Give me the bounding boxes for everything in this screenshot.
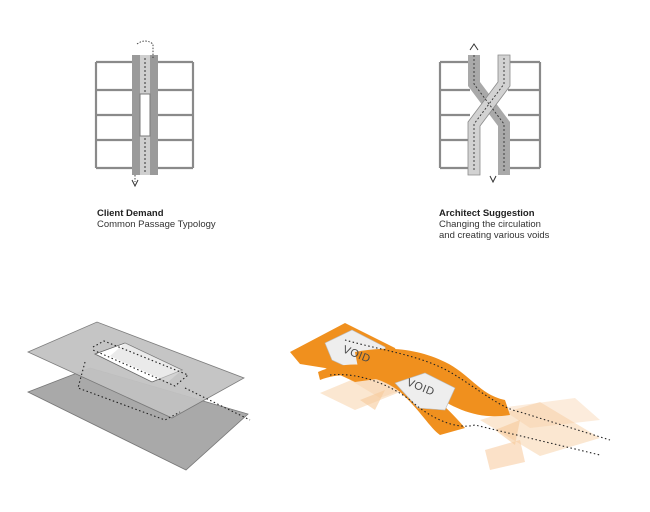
lower-orange-band — [318, 364, 465, 435]
orange-circulation-diagram: VOID VOID — [290, 323, 611, 470]
dotted-path-arrow-icon — [134, 40, 154, 182]
architect-suggestion-plan — [438, 43, 542, 184]
lower-void-shape — [394, 372, 456, 411]
client-demand-plan — [94, 40, 195, 188]
caption-client-demand: Client Demand Common Passage Typology — [97, 208, 216, 230]
crossing-passage-a — [468, 55, 510, 175]
crossing-passage-b — [467, 54, 511, 176]
passage-strip-left — [132, 55, 140, 175]
stacked-planes-diagram — [27, 321, 251, 471]
right-building-frame — [438, 60, 542, 170]
caption-title: Architect Suggestion — [439, 208, 535, 219]
passage-void — [139, 93, 151, 137]
caption-title: Client Demand — [97, 208, 164, 219]
lower-plane — [27, 367, 249, 471]
caption-line: Common Passage Typology — [97, 219, 216, 230]
caption-line: and creating various voids — [439, 230, 550, 241]
passage-strip-right — [150, 55, 158, 175]
caption-architect-suggestion: Architect Suggestion Changing the circul… — [439, 208, 549, 241]
left-building-frame — [94, 60, 195, 170]
caption-line: Changing the circulation — [439, 219, 541, 230]
